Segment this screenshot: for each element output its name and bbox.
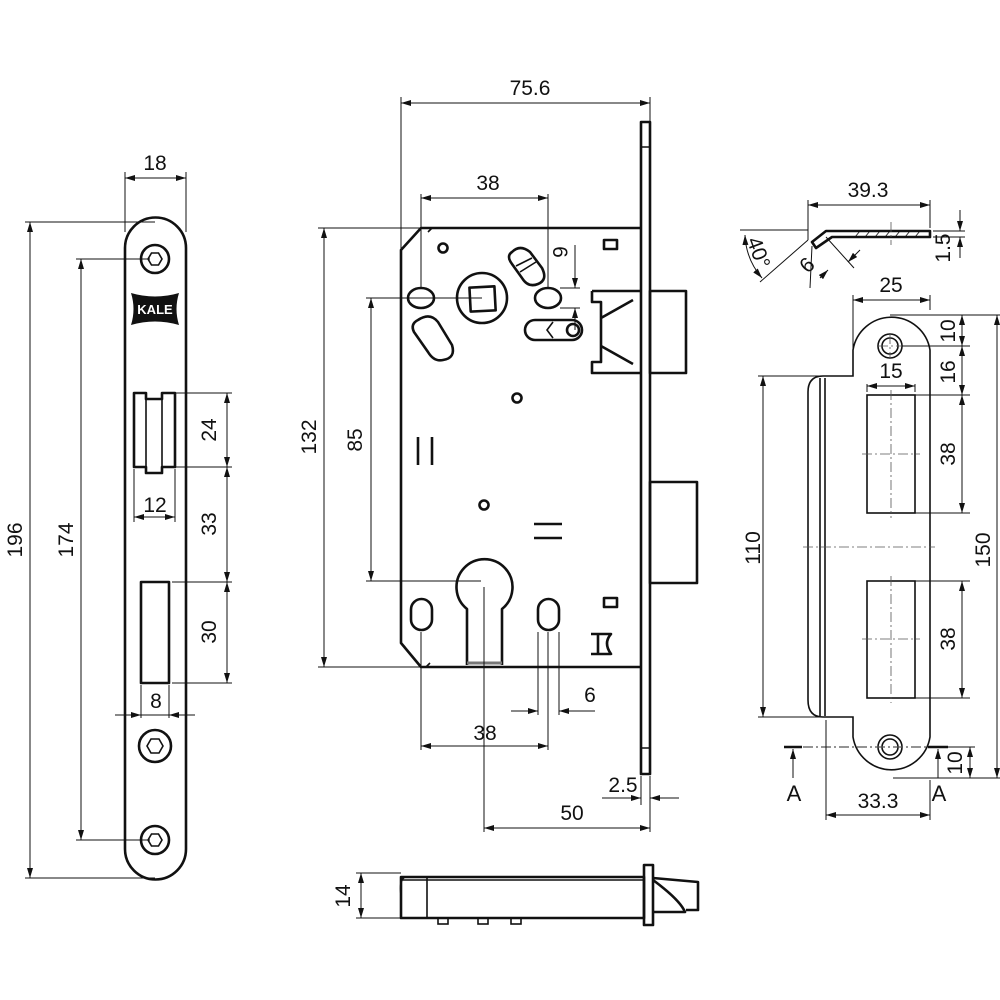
dim-latch-width: 12 [143, 494, 166, 517]
dim-strike-total-height: 150 [972, 532, 995, 567]
svg-text:A: A [932, 781, 947, 806]
faceplate-view: KALE 18 196 174 24 [4, 152, 232, 881]
marking-horizontal [534, 522, 562, 540]
curved-slot [507, 246, 546, 287]
lock-body-view: 75.6 38 6 132 85 38 6 2.5 [298, 77, 699, 832]
case-hole [511, 392, 523, 404]
case-hole [437, 242, 449, 254]
latch-mechanism [590, 289, 641, 375]
brand-logo: KALE [131, 293, 179, 325]
screw-middle-icon [137, 728, 173, 764]
latch-opening [132, 391, 177, 475]
side-view: 14 [332, 863, 700, 927]
dim-backset: 50 [560, 802, 583, 825]
strike-plate-view: 25 15 10 16 38 38 150 110 10 [742, 274, 1000, 820]
dim-faceplate-width: 18 [143, 152, 166, 175]
dead-bolt [648, 480, 699, 585]
marking-vertical [416, 437, 434, 465]
dim-latch-height: 24 [198, 418, 221, 442]
dim-section-length: 39.3 [848, 179, 889, 202]
curved-slot [411, 315, 455, 362]
dim-overall-width: 75.6 [510, 77, 551, 100]
dim-section-angle: 40° [742, 234, 774, 272]
bottom-slot-right [536, 597, 561, 632]
dim-screw-centers: 174 [55, 522, 78, 557]
strike-plate-outline [807, 316, 931, 771]
follower-hole [533, 286, 563, 310]
dim-faceplate-thickness: 2.5 [608, 774, 637, 797]
dim-slot-width: 6 [584, 684, 596, 707]
latch-opening-detail [145, 399, 163, 467]
dim-body-height: 132 [298, 419, 321, 454]
bolt-opening [139, 580, 171, 685]
dim-section-lip: 6 [795, 253, 820, 278]
case-square [602, 238, 619, 251]
dim-section-thickness: 1.5 [932, 233, 955, 262]
svg-text:A: A [787, 781, 802, 806]
latch-bolt [648, 289, 688, 375]
lock-faceplate-strip [639, 120, 652, 776]
dim-bolt-width: 8 [150, 690, 162, 713]
bracket-mark [591, 632, 613, 656]
dim-small-gap: 6 [548, 246, 571, 258]
faceplate-dimensions: 18 196 174 24 12 33 30 8 [4, 152, 232, 879]
dim-strike-lip-length: 110 [742, 531, 765, 564]
dim-strike-bottom-to-hole: 10 [944, 751, 967, 774]
strike-plate-dimensions: 25 15 10 16 38 38 150 110 10 [742, 274, 1000, 820]
dim-bottom-holes: 38 [473, 722, 496, 745]
dim-strike-top-to-hole: 10 [937, 319, 960, 342]
dim-faceplate-total-height: 196 [4, 522, 27, 557]
section-marker-left: A [784, 745, 802, 806]
dim-strike-slot-upper: 38 [937, 442, 960, 465]
side-view-faceplate [642, 863, 655, 927]
brand-logo-text: KALE [137, 302, 173, 317]
dim-strike-width: 33.3 [858, 790, 899, 813]
lock-body-dimensions: 75.6 38 6 132 85 38 6 2.5 [298, 77, 679, 832]
dim-strike-top-width: 25 [879, 274, 902, 297]
section-marker-right: A [928, 745, 948, 806]
cylinder-cutout [455, 557, 514, 665]
dim-strike-slot-lower: 38 [937, 627, 960, 650]
dim-strike-hole-to-slot: 16 [937, 360, 960, 383]
dim-bolt-height: 30 [198, 620, 221, 643]
dim-strike-inner-width: 15 [879, 360, 902, 383]
horizontal-slot [523, 318, 584, 342]
case-hole [478, 499, 490, 511]
dim-centre-distance: 85 [344, 428, 367, 451]
case-square [602, 596, 619, 609]
bottom-slot-left [409, 597, 434, 632]
strike-section-profile [810, 229, 932, 250]
dim-latch-to-bolt: 33 [198, 512, 221, 535]
dim-side-depth: 14 [332, 884, 355, 908]
side-view-body [399, 875, 646, 920]
strike-section-view: 39.3 40° 6 1.5 [740, 179, 965, 289]
dim-spindle-to-hole: 38 [476, 172, 499, 195]
lock-case-outline [399, 226, 641, 669]
